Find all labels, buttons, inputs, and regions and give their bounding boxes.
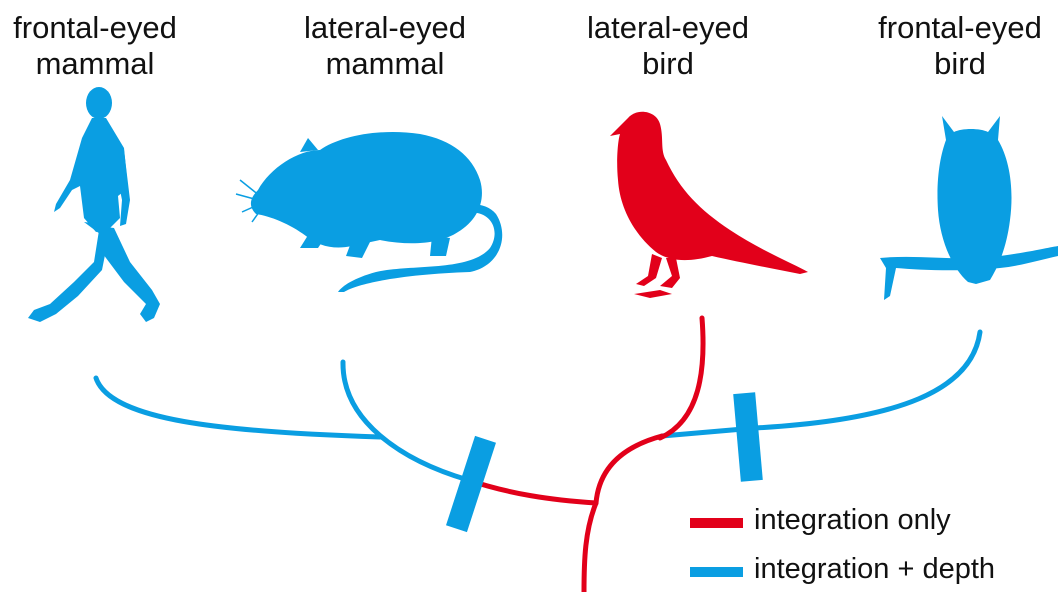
branch-root [584, 503, 596, 592]
legend-label-integration-only: integration only [754, 504, 951, 537]
owl-icon [880, 116, 1058, 300]
branch-frontal-bird [662, 332, 980, 436]
branch-bird-clade [596, 436, 662, 503]
branch-lateral-bird [660, 318, 703, 438]
rat-icon [251, 132, 502, 292]
branch-lateral-mammal [343, 362, 468, 480]
legend-label-integration-depth: integration + depth [754, 553, 995, 586]
red-branches [468, 318, 703, 592]
branch-mammal-clade [468, 480, 596, 503]
pigeon-icon [610, 112, 808, 298]
blue-branches [96, 332, 980, 480]
walking-human-icon [28, 87, 160, 322]
legend-swatch-integration-only [690, 518, 743, 528]
branch-frontal-mammal [96, 378, 380, 437]
legend-swatch-integration-depth [690, 567, 743, 577]
depth-gain-marker-bird [733, 392, 763, 482]
